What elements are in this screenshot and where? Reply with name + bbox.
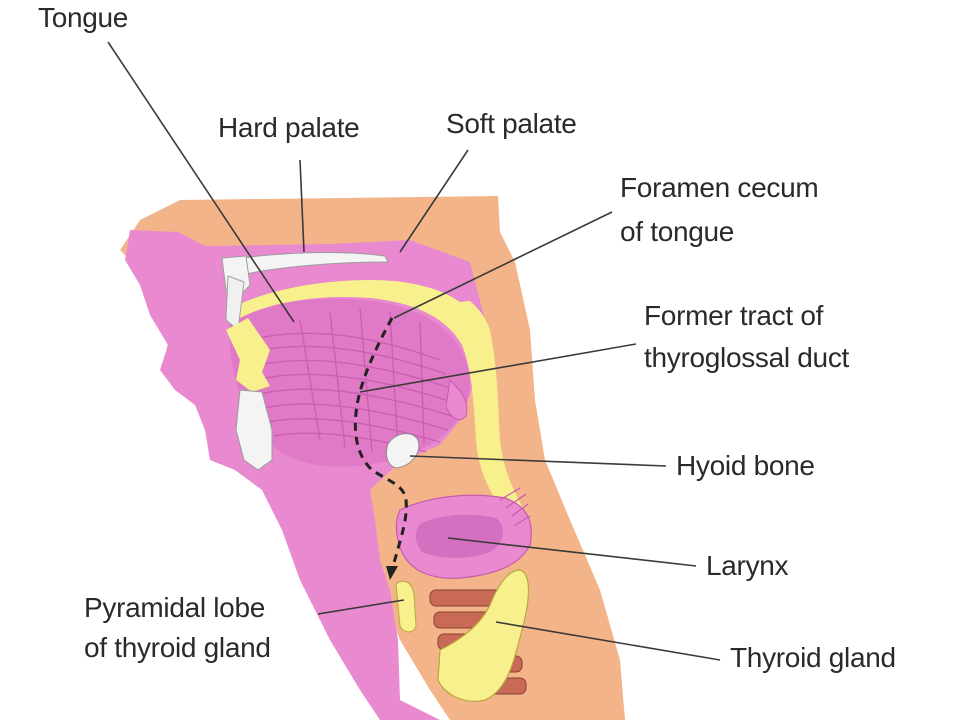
pyramidal-lobe-shape <box>395 580 417 633</box>
hyoid-bone-leader <box>409 455 667 467</box>
soft-palate-leader <box>399 149 469 253</box>
larynx-leader <box>447 537 697 567</box>
duct-arrow-head <box>386 566 398 580</box>
thyroid-gland-leader <box>495 621 721 661</box>
label-soft-palate: Soft palate <box>446 108 577 139</box>
larynx-striations <box>499 487 531 527</box>
hard-palate-bone <box>227 252 389 277</box>
leader-lines <box>107 41 721 661</box>
label-hard-palate: Hard palate <box>218 112 360 143</box>
mandible-bone <box>235 389 273 471</box>
tongue-body <box>229 298 470 467</box>
foramen-cecum-leader <box>393 211 613 319</box>
label-pyramidal-lobe-2: of thyroid gland <box>84 632 271 663</box>
label-foramen-cecum-2: of tongue <box>620 216 735 247</box>
thyroid-gland-shape <box>437 569 530 702</box>
label-pyramidal-lobe-1: Pyramidal lobe <box>84 592 265 623</box>
pyramidal-lobe-leader <box>317 599 405 615</box>
lips-yellow <box>226 318 270 392</box>
tongue-striations <box>249 307 453 453</box>
label-former-tract-1: Former tract of <box>644 300 824 331</box>
label-larynx: Larynx <box>706 550 789 581</box>
label-foramen-cecum-1: Foramen cecum <box>620 172 819 203</box>
label-former-tract-2: thyroglossal duct <box>644 342 850 373</box>
thyroglossal-duct-path <box>353 317 408 571</box>
hard-palate-leader <box>299 159 305 253</box>
former-tract-leader <box>359 343 637 393</box>
label-tongue: Tongue <box>38 2 129 33</box>
epiglottis <box>445 378 468 421</box>
hyoid-bone-shape <box>385 433 420 469</box>
tongue-leader <box>107 41 295 323</box>
oral-pharyngeal-space <box>232 272 530 520</box>
label-thyroid-gland: Thyroid gland <box>730 642 896 673</box>
label-hyoid-bone: Hyoid bone <box>676 450 815 481</box>
soft-palate <box>236 261 478 304</box>
larynx-inner <box>415 514 504 558</box>
